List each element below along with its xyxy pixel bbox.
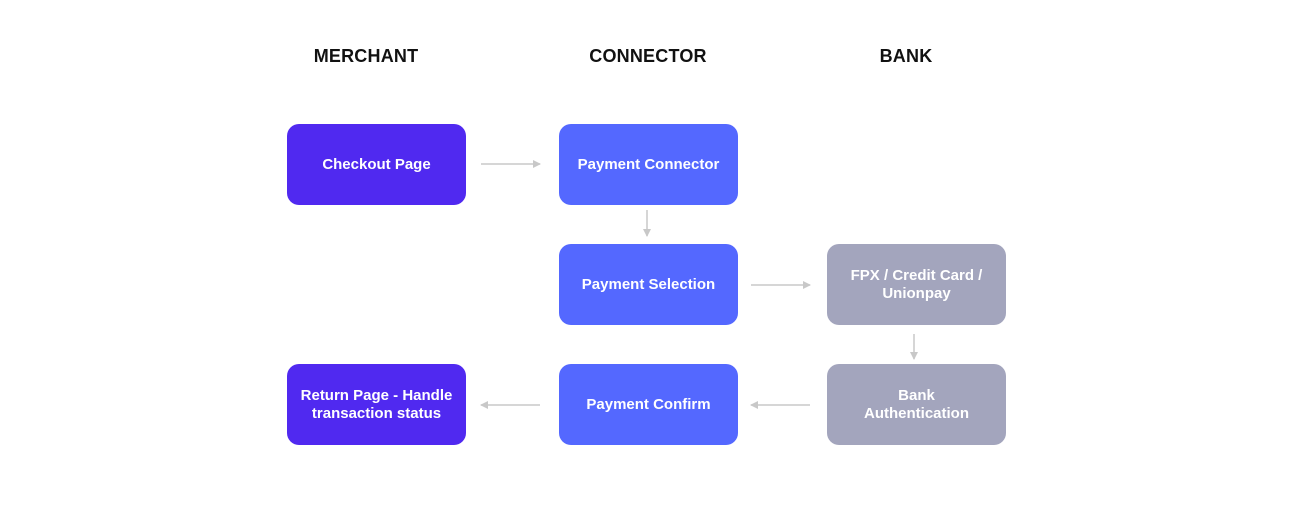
node-payment-selection: Payment Selection (559, 244, 738, 325)
node-payment-confirm: Payment Confirm (559, 364, 738, 445)
node-payment-methods: FPX / Credit Card / Unionpay (827, 244, 1006, 325)
node-checkout-page: Checkout Page (287, 124, 466, 205)
node-payment-selection-label: Payment Selection (581, 275, 716, 293)
column-header-bank: BANK (879, 46, 933, 66)
node-payment-connector: Payment Connector (559, 124, 738, 205)
node-checkout-page-label: Checkout Page (322, 155, 431, 173)
node-payment-confirm-label: Payment Confirm (586, 395, 711, 413)
column-header-merchant: MERCHANT (313, 46, 419, 66)
node-payment-connector-label: Payment Connector (577, 155, 720, 173)
node-bank-authentication: Bank Authentication (827, 364, 1006, 445)
node-return-page: Return Page - Handle transaction status (287, 364, 466, 445)
node-return-page-label: Return Page - Handle transaction status (300, 386, 453, 422)
node-bank-authentication-label: Bank Authentication (864, 386, 969, 422)
node-payment-methods-label: FPX / Credit Card / Unionpay (850, 266, 983, 302)
column-header-connector: CONNECTOR (589, 46, 707, 66)
